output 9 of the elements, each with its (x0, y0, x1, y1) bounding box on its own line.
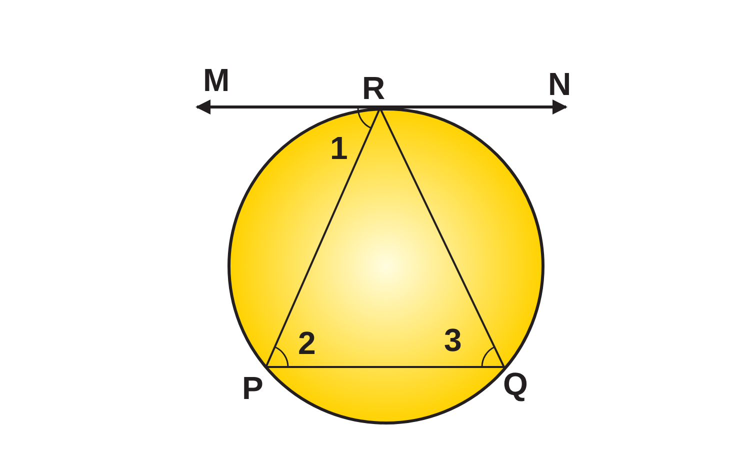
point-label: N (548, 68, 572, 100)
angle-label: 2 (298, 327, 316, 359)
tangent-line (196, 100, 568, 114)
point-label: Q (503, 368, 528, 400)
angle-label: 3 (444, 324, 462, 356)
angle-label: 1 (330, 132, 348, 164)
point-label: P (242, 372, 264, 404)
point-label: R (362, 72, 386, 104)
point-label: M (203, 64, 230, 96)
